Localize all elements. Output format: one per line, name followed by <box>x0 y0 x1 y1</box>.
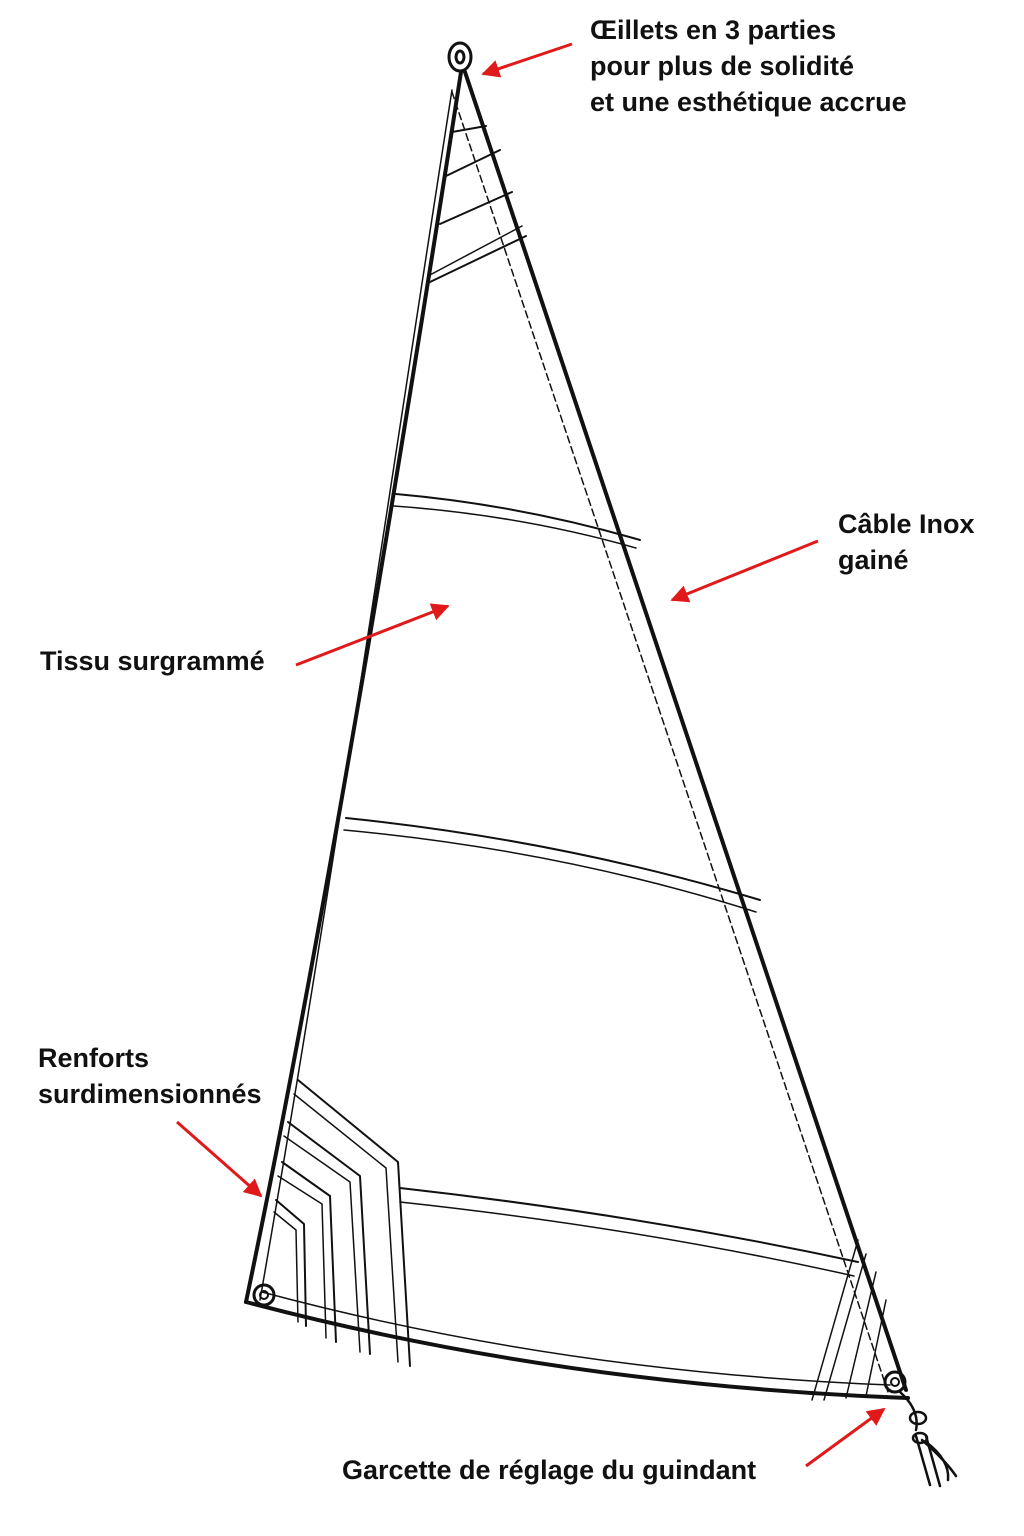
reinforcement-patch-3 <box>281 1161 337 1343</box>
panel-seam-3b <box>399 1201 855 1277</box>
label-fabric: Tissu surgrammé <box>40 643 265 679</box>
panel-seam-1b <box>393 505 637 549</box>
head-seam-1 <box>451 125 487 133</box>
head-seam-4b <box>427 225 523 277</box>
head-eyelet-icon <box>447 41 473 73</box>
arrow-cable <box>670 539 819 603</box>
sail-luff <box>244 70 463 1304</box>
panel-seam-1 <box>395 493 641 541</box>
label-cable: Câble Inox gainé <box>838 506 975 578</box>
tack-grommet-icon <box>252 1283 276 1307</box>
label-eyelets-line-3: et une esthétique accrue <box>590 87 907 117</box>
reinforcement-patch-2b <box>283 1135 361 1353</box>
reinforcement-patch-3b <box>277 1175 327 1339</box>
clew-reinforcement-2 <box>823 1253 867 1401</box>
clew-reinforcement-3 <box>845 1271 877 1399</box>
sail-body <box>244 70 910 1401</box>
sail-foot <box>244 1300 910 1400</box>
label-eyelets: Œillets en 3 parties pour plus de solidi… <box>590 12 907 120</box>
reinforcement-patch-1b <box>293 1093 399 1363</box>
arrow-reinforcements <box>176 1120 263 1198</box>
label-eyelets-line-1: Œillets en 3 parties <box>590 15 837 45</box>
sail-leech-inner <box>451 91 889 1393</box>
clew-reinforcement-4 <box>865 1299 887 1397</box>
panel-seam-2b <box>343 829 757 913</box>
head-seam-4 <box>429 235 527 283</box>
head-seam-2 <box>445 149 501 177</box>
arrow-eyelet <box>481 42 573 78</box>
label-tack-line: Garcette de réglage du guindant <box>342 1452 756 1488</box>
tack-line-rope-icon <box>898 1390 958 1488</box>
sail-foot-inner <box>261 1291 891 1386</box>
reinforcement-patch-1 <box>297 1079 411 1367</box>
arrow-fabric <box>295 603 450 667</box>
annotation-arrows <box>176 42 886 1468</box>
panel-seam-3 <box>399 1187 859 1263</box>
label-tack-line-line-1: Garcette de réglage du guindant <box>342 1455 757 1485</box>
label-reinforcements-line-2: surdimensionnés <box>38 1079 262 1109</box>
sail-leech-cable <box>463 70 908 1392</box>
head-seam-3 <box>439 191 513 225</box>
label-cable-line-1: Câble Inox <box>838 509 975 539</box>
label-fabric-line-1: Tissu surgrammé <box>40 646 265 676</box>
panel-seam-2 <box>345 817 761 901</box>
arrow-tack-line <box>805 1407 886 1468</box>
label-eyelets-line-2: pour plus de solidité <box>590 51 855 81</box>
label-reinforcements: Renforts surdimensionnés <box>38 1040 262 1112</box>
label-cable-line-2: gainé <box>838 545 909 575</box>
reinforcement-patch-4b <box>273 1211 299 1323</box>
reinforcement-patch-4 <box>275 1199 307 1327</box>
reinforcement-patch-2 <box>287 1121 371 1355</box>
clew-grommet-icon <box>883 1370 907 1394</box>
clew-reinforcement-1 <box>811 1239 859 1401</box>
label-reinforcements-line-1: Renforts <box>38 1043 150 1073</box>
sail-luff-inner <box>259 89 453 1301</box>
